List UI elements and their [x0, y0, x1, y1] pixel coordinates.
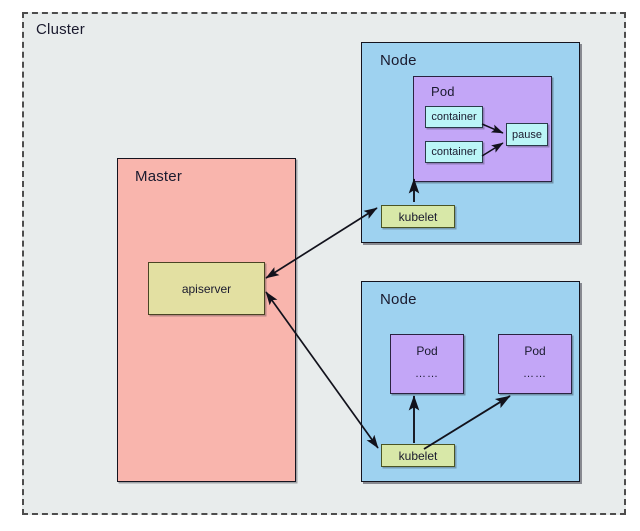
apiserver-box[interactable]: apiserver	[148, 262, 265, 315]
node-label-2: Node	[380, 291, 417, 308]
pod-label-node2-b: Pod	[524, 344, 546, 358]
master-box[interactable]: Master apiserver	[117, 158, 296, 482]
node-box-1[interactable]: Node Pod container container pause kubel…	[361, 42, 580, 243]
pod-detail-node2-b: ……	[523, 368, 547, 380]
pod-label-node2-a: Pod	[416, 344, 438, 358]
pod-box-node1[interactable]: Pod container container pause	[413, 76, 552, 182]
node-box-2[interactable]: Node Pod …… Pod …… kubelet	[361, 281, 580, 482]
kubelet-box-node2[interactable]: kubelet	[381, 444, 455, 467]
master-label: Master	[135, 168, 183, 185]
node-label-1: Node	[380, 52, 417, 69]
pod-label-node1: Pod	[431, 84, 455, 99]
pod-detail-node2-a: ……	[415, 368, 439, 380]
pod-box-node2-b[interactable]: Pod ……	[498, 334, 572, 394]
pause-container-box[interactable]: pause	[506, 123, 548, 146]
container-box-2[interactable]: container	[425, 141, 483, 163]
pod-box-node2-a[interactable]: Pod ……	[390, 334, 464, 394]
kubelet-box-node1[interactable]: kubelet	[381, 205, 455, 228]
container-box-1[interactable]: container	[425, 106, 483, 128]
cluster-label: Cluster	[36, 21, 85, 38]
